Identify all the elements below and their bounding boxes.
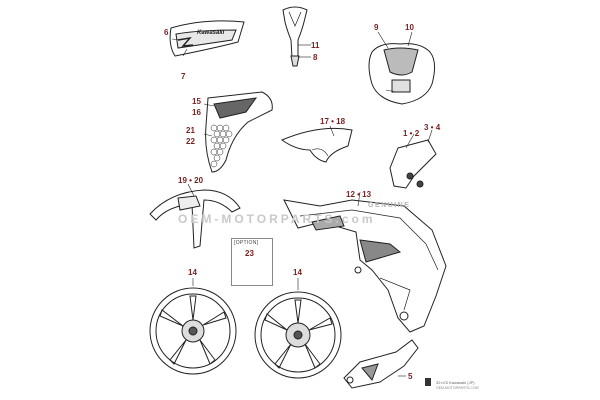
watermark: OEM-MOTORPARTS.com xyxy=(178,212,376,226)
callout-12-13: 12 • 13 xyxy=(346,190,372,199)
decal-kawasaki: Kawasaki xyxy=(197,30,225,36)
frame-12-13 xyxy=(283,191,447,333)
callout-15: 15 xyxy=(192,97,201,106)
genuine-stamp: GENUINE xyxy=(368,202,411,209)
callout-8: 8 xyxy=(313,53,318,62)
wheel-14-left xyxy=(149,278,237,375)
callout-9: 9 xyxy=(374,23,379,32)
footer-site: OEM-MOTORPARTS.COM xyxy=(436,386,479,390)
tank-cover-9-10 xyxy=(368,31,436,105)
option-label: [OPTION] xyxy=(234,240,259,246)
callout-6: 6 xyxy=(164,28,169,37)
callout-10: 10 xyxy=(405,23,414,32)
callout-1-2: 1 • 2 xyxy=(403,129,420,138)
bracket-1-2-3-4 xyxy=(389,129,437,189)
side-cover-6-7 xyxy=(169,20,245,57)
callout-23: 23 xyxy=(245,249,254,258)
option-box: [OPTION] xyxy=(231,238,273,286)
callout-3-4: 3 • 4 xyxy=(424,123,441,132)
callout-19-20: 19 • 20 xyxy=(178,176,204,185)
callout-17-18: 17 • 18 xyxy=(320,117,346,126)
callout-5: 5 xyxy=(408,372,413,381)
callout-16: 16 xyxy=(192,108,201,117)
callout-14-left: 14 xyxy=(188,268,197,277)
callout-11: 11 xyxy=(311,41,320,50)
callout-22: 22 xyxy=(186,137,195,146)
callout-14-right: 14 xyxy=(293,268,302,277)
front-cowl-11-8 xyxy=(282,6,311,67)
footer-reference: 32×C5 Kawasaki (JP) xyxy=(436,380,475,385)
footer-logo-icon xyxy=(425,378,431,386)
lower-cover-17-18 xyxy=(280,125,353,163)
wheel-14-right xyxy=(254,278,342,379)
callout-7: 7 xyxy=(181,72,186,81)
front-fender-19-20 xyxy=(149,183,241,249)
rear-bracket-5 xyxy=(343,339,419,389)
shroud-15-16-21-22 xyxy=(203,91,273,173)
callout-21: 21 xyxy=(186,126,195,135)
